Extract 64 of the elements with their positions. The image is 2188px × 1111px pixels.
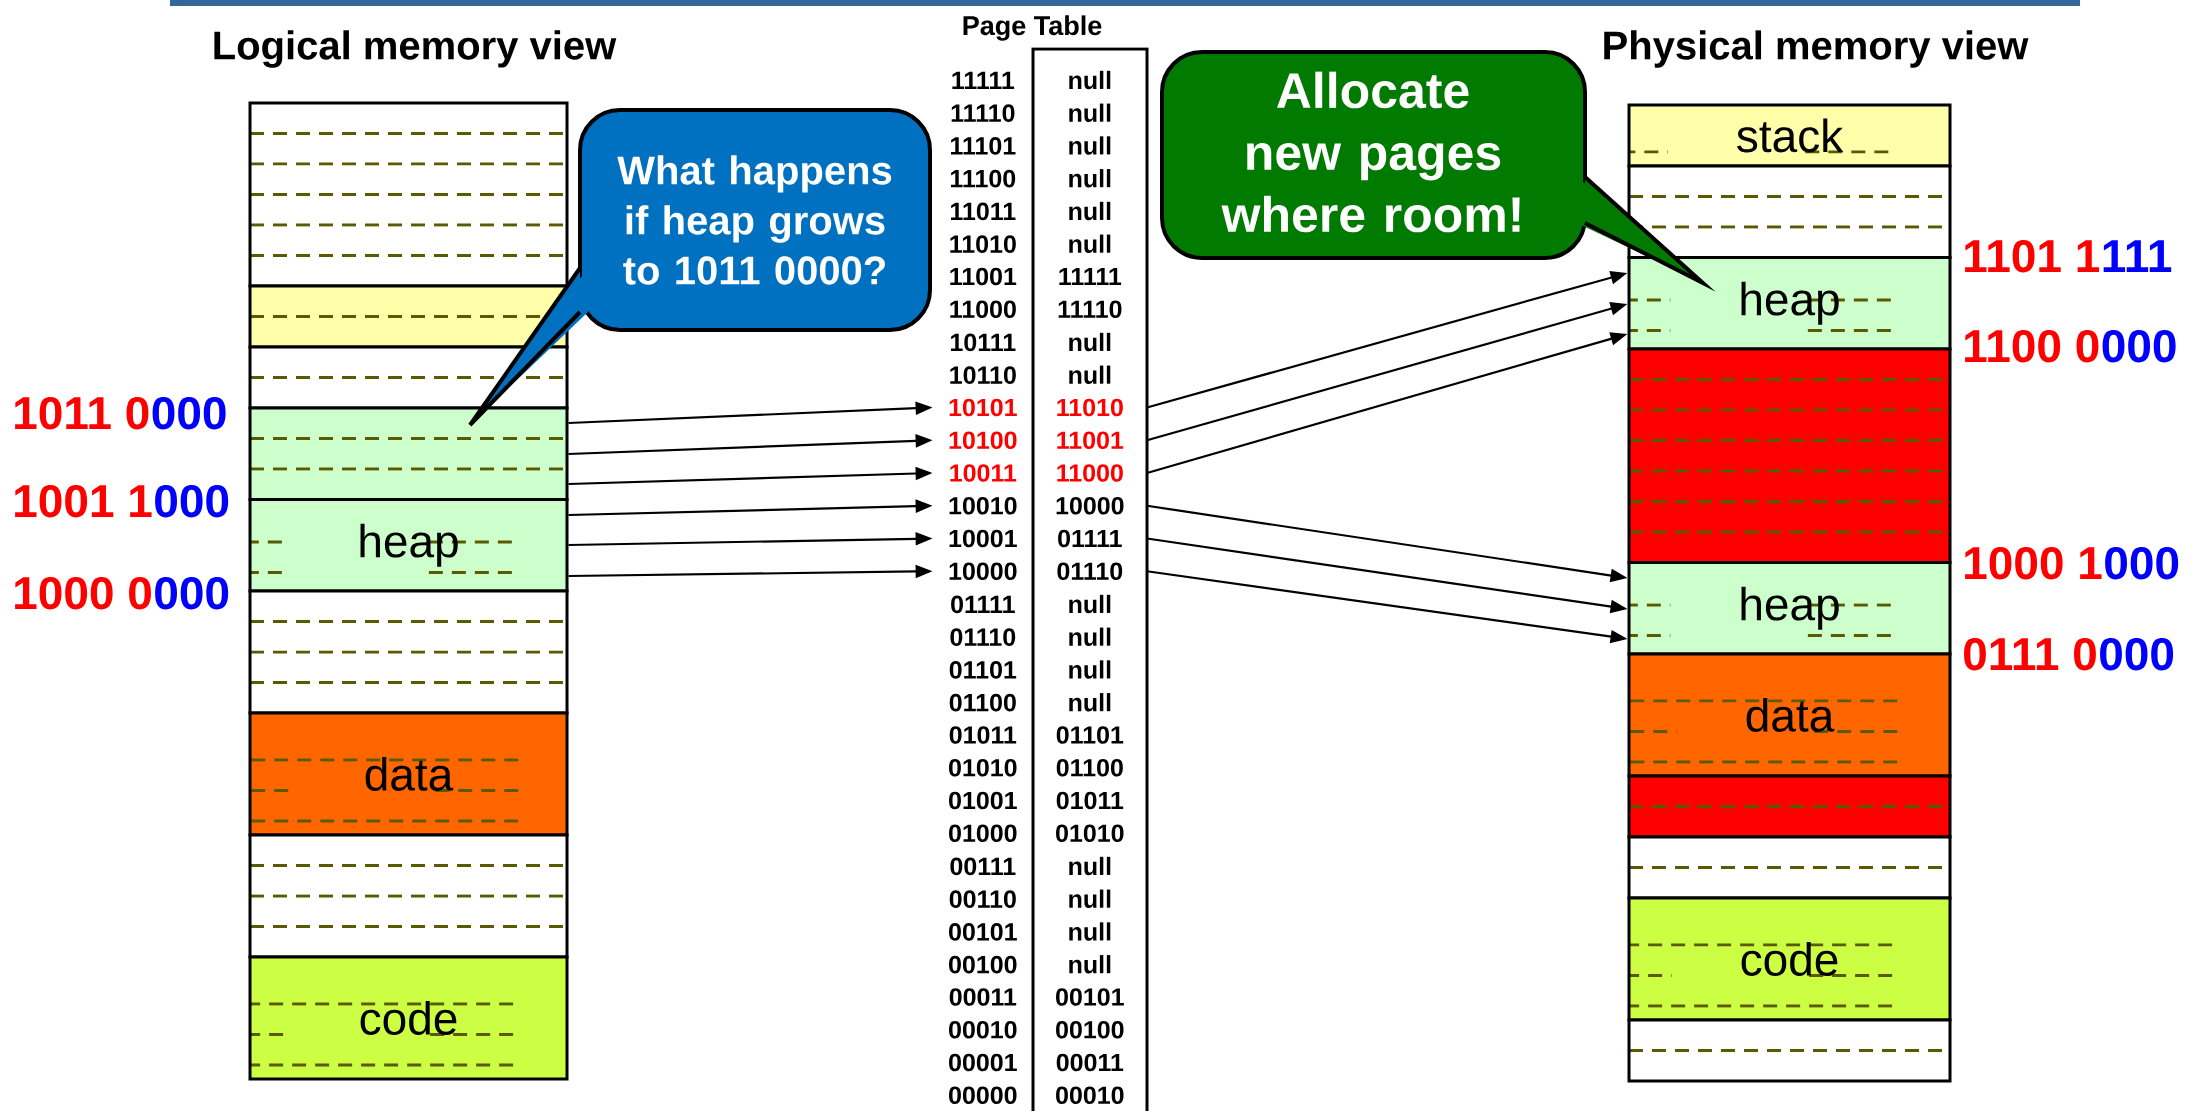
page-table-row: 10010 10000 xyxy=(949,496,1124,515)
page-table-row: 01000 01010 xyxy=(949,824,1124,843)
page-table-row: 11010 null xyxy=(950,234,1111,253)
memory-segment xyxy=(248,284,569,349)
page-table-row: 00110 null xyxy=(949,889,1111,908)
page-table-row: 01110 null xyxy=(950,627,1111,646)
address-label: 1011 0 xyxy=(15,396,149,430)
address-label: 1000 1 xyxy=(1965,546,2102,580)
page-table-row: 10111 null xyxy=(951,332,1111,352)
address-label: 111 xyxy=(2103,240,2172,272)
callout-bubble: What happens if heap grows to 1011 0000? xyxy=(468,108,932,427)
address-label: 000 xyxy=(2102,329,2176,363)
memory-segment: heap xyxy=(248,498,569,593)
page-table-row: 01001 01011 xyxy=(949,791,1124,810)
page-table-row: 10000 01110 xyxy=(949,562,1123,581)
page-table-row: 01100 null xyxy=(949,693,1111,712)
address-label: 000 xyxy=(2100,637,2174,671)
memory-segment: code xyxy=(248,955,569,1081)
page-table-row: 11101 null xyxy=(951,136,1111,155)
page-table-row: 01010 01100 xyxy=(949,758,1123,777)
memory-segment xyxy=(1627,1018,1952,1083)
page-table-row: 11011 null xyxy=(951,201,1111,221)
page-table-row: 01101 null xyxy=(949,660,1111,679)
memory-segment: stack xyxy=(1627,103,1952,168)
memory-segment xyxy=(248,589,569,715)
page-table-row: 00100 null xyxy=(949,955,1111,974)
page-table-row: 10100 11001 xyxy=(949,431,1124,450)
page-table-row: 10001 01111 xyxy=(949,529,1122,548)
page-table-row: 11001 11111 xyxy=(950,267,1122,286)
column-title: Logical memory view xyxy=(214,30,617,68)
page-table-row: 10101 11010 xyxy=(949,398,1123,417)
page-table-row: 11000 11110 xyxy=(950,300,1122,319)
page-table-row: 00101 null xyxy=(949,922,1111,941)
page-table-row: 10011 11000 xyxy=(950,464,1123,482)
memory-segment: heap xyxy=(1627,561,1952,656)
address-label: 000 xyxy=(155,576,229,610)
page-table-row: 11111 null xyxy=(952,70,1111,90)
address-label: 0111 0 xyxy=(1964,637,2096,671)
page-table-row: 11110 null xyxy=(951,103,1111,122)
page-table-row: 01011 01101 xyxy=(949,726,1124,744)
memory-segment xyxy=(248,101,569,288)
memory-segment xyxy=(1627,164,1952,259)
page-table-row: 01111 null xyxy=(951,594,1111,614)
memory-segment: data xyxy=(248,711,569,837)
address-label: 000 xyxy=(155,484,229,518)
page-table-row: 00001 00011 xyxy=(949,1053,1124,1072)
address-label: 1100 0 xyxy=(1965,329,2099,363)
page-table-row: 10110 null xyxy=(950,365,1111,384)
address-label: 1001 1 xyxy=(15,484,152,518)
memory-segment xyxy=(1627,347,1952,564)
memory-segment: data xyxy=(1627,652,1952,778)
address-label: 1101 1 xyxy=(1965,239,2100,273)
memory-segment: code xyxy=(1627,896,1952,1022)
address-label: 000 xyxy=(152,396,226,430)
page-table-row: 11100 null xyxy=(951,169,1111,188)
page-table-row: 00000 00010 xyxy=(949,1086,1124,1105)
address-label: 1000 0 xyxy=(15,576,151,610)
table-title: Page Table xyxy=(963,15,1102,41)
page-table-row: 00111 null xyxy=(950,856,1111,876)
memory-segment xyxy=(248,406,569,501)
memory-segment: heap xyxy=(1627,256,1952,351)
page-table-row: 00010 00100 xyxy=(949,1020,1124,1039)
address-label: 000 xyxy=(2105,546,2179,580)
page-table-row: 00011 00101 xyxy=(949,988,1124,1006)
